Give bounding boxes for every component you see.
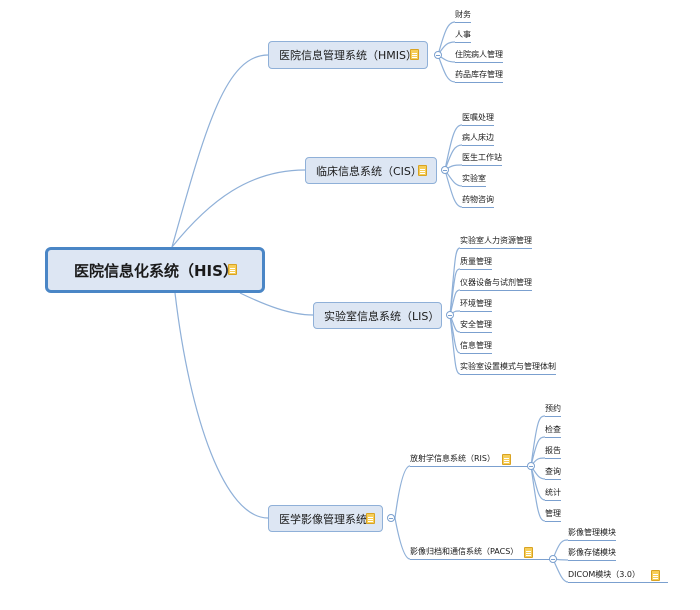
leaf-node[interactable]: 统计 [545, 488, 561, 501]
collapse-toggle-icon[interactable] [387, 514, 395, 522]
subbranch-pacs[interactable]: 影像归档和通信系统（PACS） [410, 547, 550, 560]
note-icon[interactable] [418, 165, 427, 176]
collapse-toggle-icon[interactable] [441, 166, 449, 174]
leaf-node[interactable]: 影像存储模块 [568, 548, 616, 561]
leaf-node[interactable]: 影像管理模块 [568, 528, 616, 541]
note-icon[interactable] [228, 264, 237, 275]
branch-label: 医院信息管理系统（HMIS） [279, 49, 417, 62]
branch-label: 实验室信息系统（LIS） [324, 309, 440, 323]
note-icon[interactable] [366, 513, 375, 524]
leaf-node[interactable]: DICOM模块（3.0） [568, 570, 668, 583]
leaf-node[interactable]: 药品库存管理 [455, 70, 503, 83]
collapse-toggle-icon[interactable] [434, 51, 442, 59]
leaf-node[interactable]: 实验室人力资源管理 [460, 236, 532, 249]
leaf-node[interactable]: 仪器设备与试剂管理 [460, 278, 532, 291]
leaf-node[interactable]: 病人床边 [462, 133, 494, 146]
leaf-node[interactable]: 报告 [545, 446, 561, 459]
leaf-node[interactable]: 医生工作站 [462, 153, 502, 166]
leaf-node[interactable]: 药物咨询 [462, 195, 494, 208]
leaf-node[interactable]: 管理 [545, 509, 561, 522]
leaf-node[interactable]: 信息管理 [460, 341, 492, 354]
leaf-node[interactable]: 安全管理 [460, 320, 492, 333]
note-icon[interactable] [410, 49, 419, 60]
leaf-node[interactable]: 住院病人管理 [455, 50, 503, 63]
branch-label: 临床信息系统（CIS） [316, 164, 422, 178]
collapse-toggle-icon[interactable] [527, 462, 535, 470]
collapse-toggle-icon[interactable] [446, 311, 454, 319]
collapse-toggle-icon[interactable] [549, 555, 557, 563]
leaf-node[interactable]: 医嘱处理 [462, 113, 494, 126]
branch-cis[interactable]: 临床信息系统（CIS） [305, 157, 437, 184]
note-icon[interactable] [524, 547, 533, 558]
leaf-node[interactable]: 检查 [545, 425, 561, 438]
leaf-node[interactable]: 预约 [545, 404, 561, 417]
branch-imaging[interactable]: 医学影像管理系统 [268, 505, 383, 532]
branch-label: 医学影像管理系统 [279, 512, 367, 526]
leaf-node[interactable]: 实验室 [462, 174, 486, 187]
leaf-node[interactable]: 人事 [455, 30, 471, 43]
root-label: 医院信息化系统（HIS） [74, 261, 238, 280]
leaf-node[interactable]: 实验室设置模式与管理体制 [460, 362, 556, 375]
leaf-node[interactable]: 财务 [455, 10, 471, 23]
leaf-node[interactable]: 质量管理 [460, 257, 492, 270]
branch-lis[interactable]: 实验室信息系统（LIS） [313, 302, 442, 329]
note-icon[interactable] [502, 454, 511, 465]
subbranch-ris[interactable]: 放射学信息系统（RIS） [410, 454, 528, 467]
leaf-node[interactable]: 查询 [545, 467, 561, 480]
note-icon[interactable] [651, 570, 660, 581]
branch-hmis[interactable]: 医院信息管理系统（HMIS） [268, 41, 428, 69]
leaf-node[interactable]: 环境管理 [460, 299, 492, 312]
